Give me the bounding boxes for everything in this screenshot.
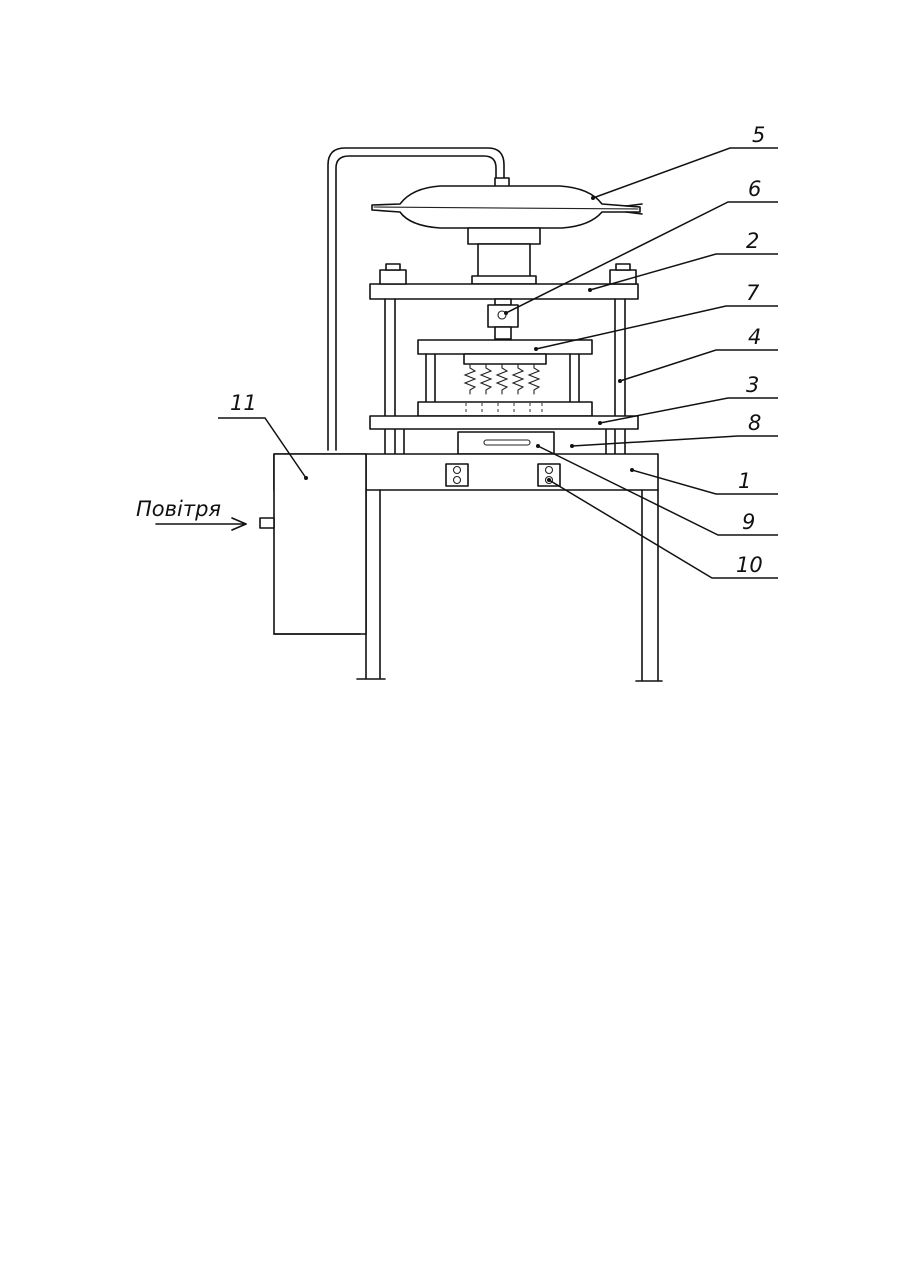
control-box (260, 454, 366, 634)
callout-9: 9 (742, 510, 755, 534)
callout-1: 1 (738, 469, 751, 493)
callout-5: 5 (752, 123, 765, 147)
punch-holder (488, 299, 518, 339)
callout-3: 3 (746, 373, 759, 397)
die-set (418, 340, 592, 428)
pneumatic-cylinder (468, 228, 540, 284)
callout-6: 6 (748, 177, 761, 201)
callout-7: 7 (746, 281, 760, 305)
pneumatic-chamber (372, 186, 642, 228)
callout-2: 2 (746, 229, 759, 253)
callout-4: 4 (748, 325, 761, 349)
callout-11: 11 (230, 391, 257, 415)
air-label: Повітря (136, 497, 221, 521)
lower-plate (370, 416, 638, 429)
product-receiver (458, 432, 554, 454)
callout-8: 8 (748, 411, 761, 435)
callout-10: 10 (736, 553, 763, 577)
